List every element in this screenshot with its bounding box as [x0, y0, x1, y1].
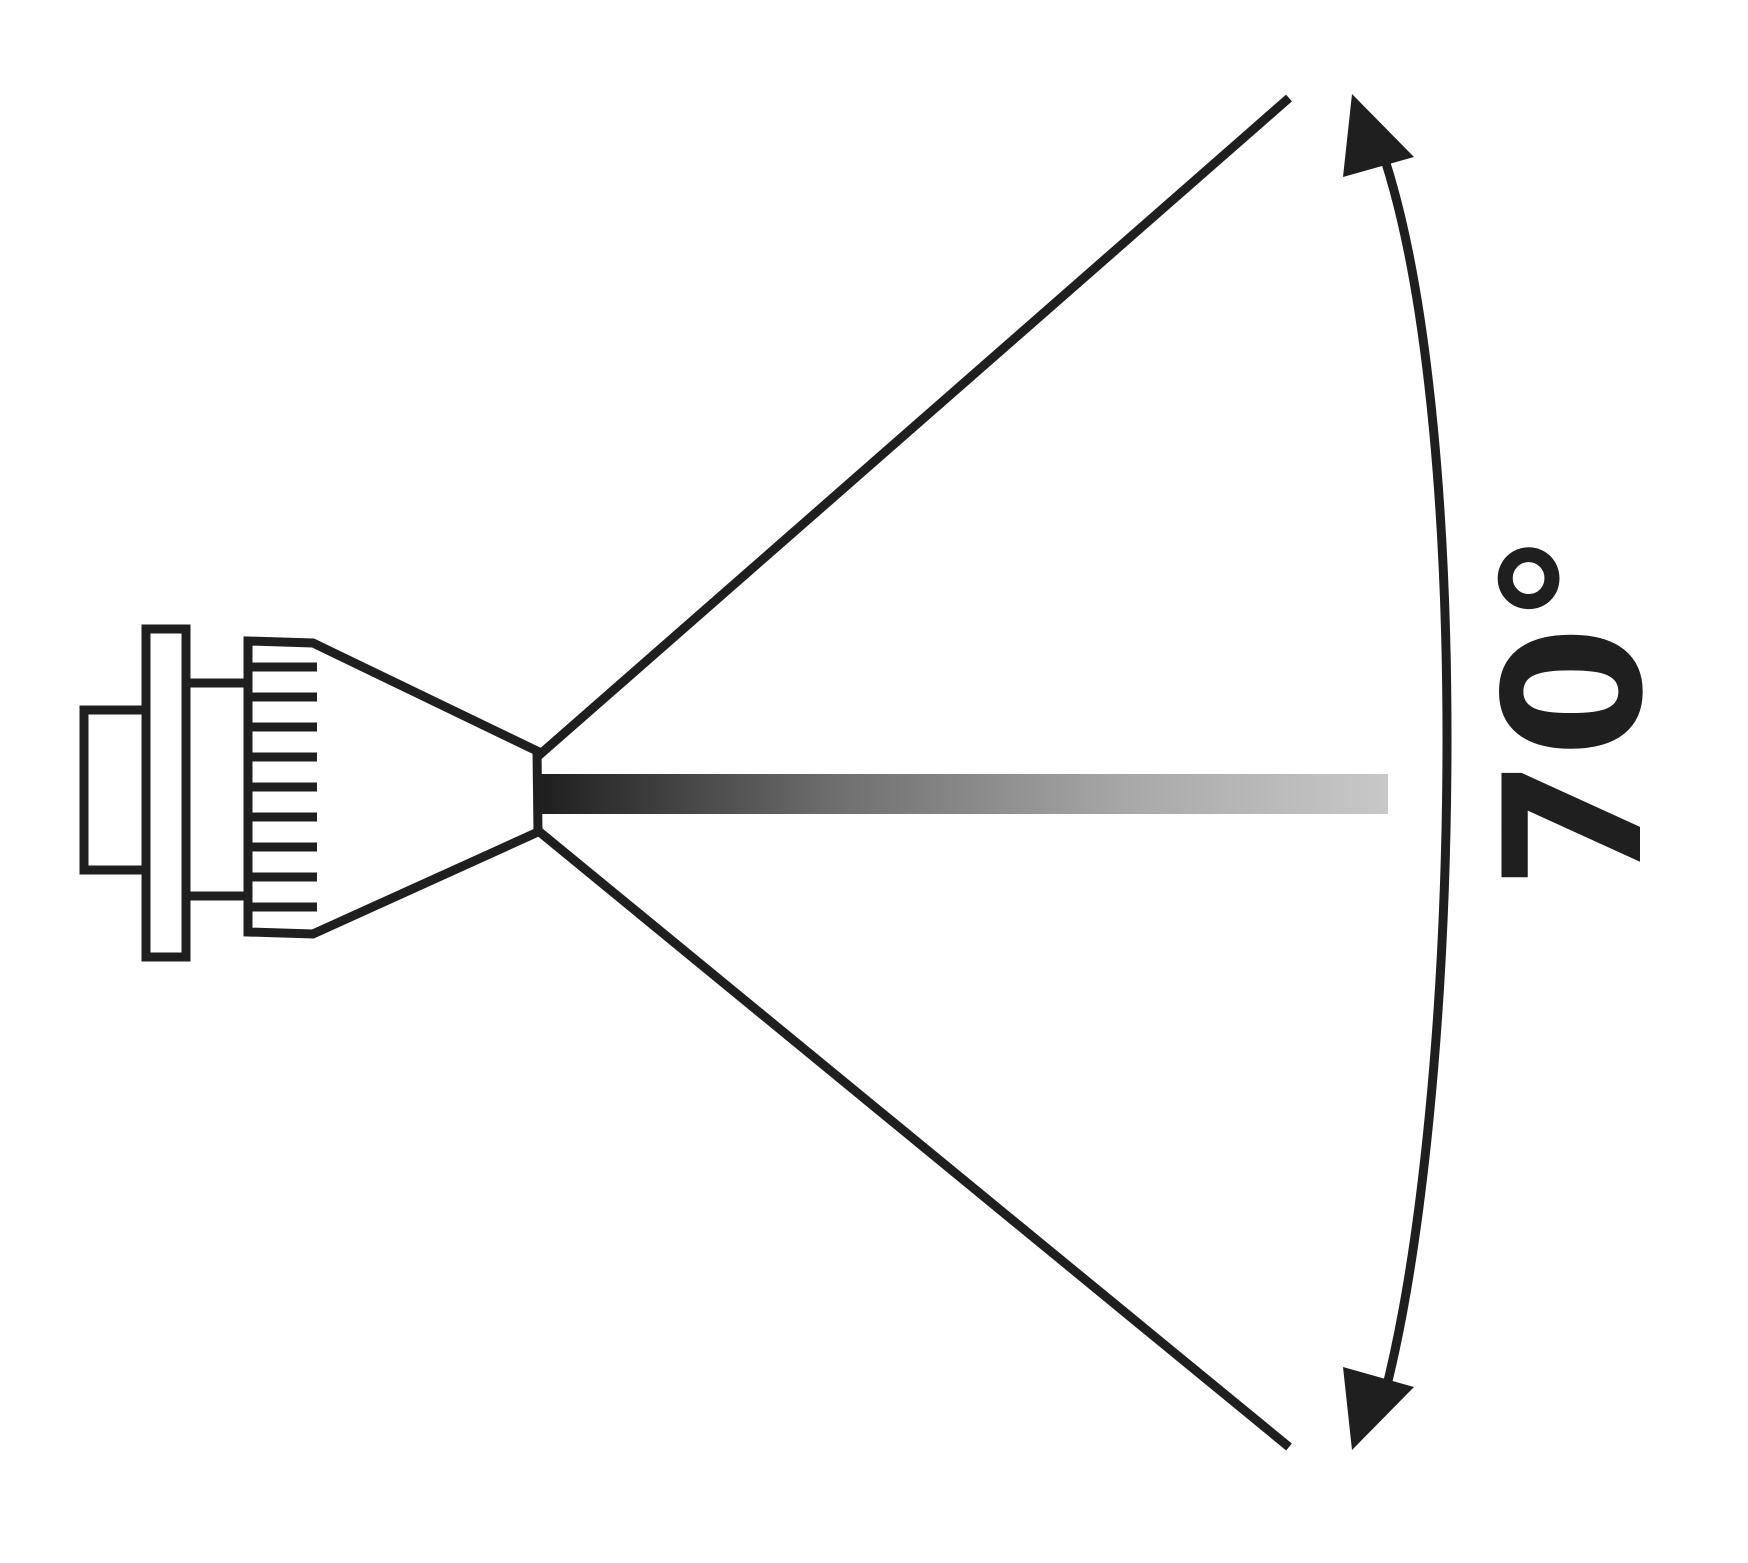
beam-edge-upper: [534, 94, 1292, 761]
heat-sink-fins: [252, 662, 317, 912]
fixture-rear-block: [79, 705, 151, 875]
beam-axis-gradient: [541, 774, 1388, 814]
beam-angle-label: 70°: [1464, 531, 1685, 890]
arc-arrowhead-bottom: [1343, 1367, 1414, 1450]
beam-angle-label-group: 70°: [1464, 531, 1685, 890]
fixture-neck: [181, 678, 253, 901]
beam-angle-arc-curve: [1380, 158, 1452, 1395]
arc-arrowhead-top: [1343, 94, 1414, 177]
fixture-mounting-plate: [141, 624, 191, 962]
beam-edge-lower: [533, 825, 1292, 1451]
spotlight-icon: [79, 624, 543, 962]
